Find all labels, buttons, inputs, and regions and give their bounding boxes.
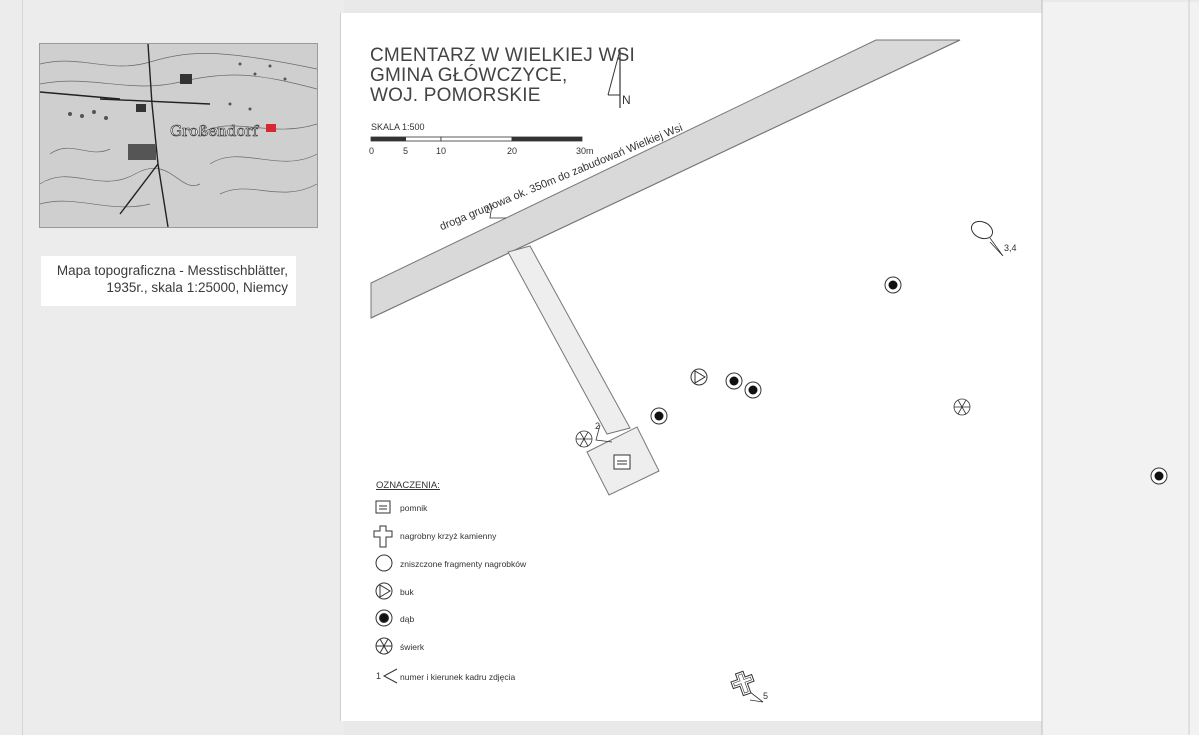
legend-photo-number: 1: [376, 671, 382, 681]
oak-icon: [1150, 467, 1168, 485]
road-edge: [370, 39, 961, 319]
legend-label-photo-direction: numer i kierunek kadru zdjęcia: [400, 672, 516, 682]
sheet-shadow: [1042, 2, 1199, 735]
topographic-map-drawing: Großendorf: [40, 44, 317, 227]
inset-caption-line1: Mapa topograficzna - Messtischblätter,: [56, 263, 288, 278]
map-title-line1: CMENTARZ W WIELKIEJ WSI: [370, 45, 635, 66]
fragment-circle-icon: [375, 554, 393, 572]
oak-icon: [744, 381, 762, 399]
scale-tick: 10: [436, 146, 447, 156]
photo-direction-icon: [382, 668, 398, 684]
stone-cross-icon: [730, 670, 755, 697]
beech-icon: [690, 368, 708, 386]
scale-label: SKALA 1:500: [371, 122, 425, 132]
north-arrow-icon: [607, 49, 621, 108]
legend-label-beech: buk: [400, 587, 414, 597]
photo-direction-icon: [989, 237, 1004, 257]
photo-point-number: 3,4: [1004, 243, 1017, 253]
legend-title: OZNACZENIA:: [376, 480, 440, 491]
legend-label-spruce: świerk: [400, 642, 425, 652]
scale-tick: 20: [507, 146, 518, 156]
inset-caption-line2: 1935r., skala 1:25000, Niemcy: [106, 280, 288, 295]
photo-direction-icon: [489, 204, 506, 219]
scale-tick: 30m: [576, 146, 594, 156]
photo-point-number: 2: [595, 421, 601, 431]
spruce-icon: [575, 430, 593, 448]
legend-label-fragments: zniszczone fragmenty nagrobków: [400, 559, 527, 569]
legend-label-oak: dąb: [400, 614, 415, 624]
legend-label-stone-cross: nagrobny krzyż kamienny: [400, 531, 497, 541]
inset-caption: Mapa topograficzna - Messtischblätter, 1…: [41, 256, 296, 306]
inset-place-name: Großendorf: [170, 122, 260, 140]
stone-cross-icon: [373, 525, 393, 548]
monument-icon: [375, 500, 391, 514]
panel-edge: [22, 0, 23, 735]
oak-icon: [379, 613, 389, 623]
oak-icon: [884, 276, 902, 294]
topographic-inset-map: Großendorf: [39, 43, 318, 228]
beech-icon: [379, 584, 391, 598]
map-title: CMENTARZ W WIELKIEJ WSI GMINA GŁÓWCZYCE,…: [370, 46, 635, 106]
scale-tick: 5: [403, 146, 409, 156]
north-label: N: [622, 93, 631, 107]
oak-icon: [725, 372, 743, 390]
oak-icon: [650, 407, 668, 425]
cemetery-path: [507, 245, 631, 435]
map-title-line3: WOJ. POMORSKIE: [370, 85, 541, 106]
monument-icon: [613, 454, 631, 470]
scale-bar: [370, 136, 583, 142]
map-title-line2: GMINA GŁÓWCZYCE,: [370, 65, 568, 86]
spruce-icon-line: [379, 638, 389, 654]
photo-point-number: 5: [763, 691, 769, 701]
photo-direction-icon: [595, 424, 613, 443]
legend-icons: [373, 500, 398, 684]
legend-label-monument: pomnik: [400, 503, 428, 513]
spruce-icon: [953, 398, 971, 416]
photo-point-number: 1: [485, 205, 491, 215]
scale-tick: 0: [369, 146, 375, 156]
photo-direction-icon: [749, 691, 764, 703]
fragment-circle-icon: [970, 220, 994, 240]
